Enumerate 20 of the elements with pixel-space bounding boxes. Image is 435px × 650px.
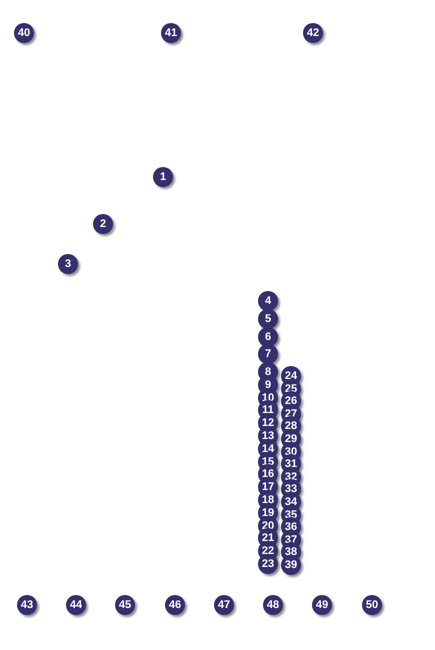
callout-number: 39: [281, 555, 301, 575]
callout-number: 1: [153, 167, 173, 187]
callout-number: 42: [303, 23, 323, 43]
callout-number: 49: [312, 595, 332, 615]
callout-number: 2: [93, 214, 113, 234]
callout-number: 50: [362, 595, 382, 615]
callout-number: 46: [165, 595, 185, 615]
callout-number: 43: [17, 595, 37, 615]
callout-number: 41: [161, 23, 181, 43]
callout-number: 4: [258, 291, 278, 311]
callout-number: 23: [258, 554, 278, 574]
callout-number: 40: [14, 23, 34, 43]
callout-number: 44: [66, 595, 86, 615]
callout-number: 7: [258, 344, 278, 364]
callout-number: 6: [258, 327, 278, 347]
callout-number: 48: [263, 595, 283, 615]
callout-number: 3: [58, 254, 78, 274]
callout-number: 45: [115, 595, 135, 615]
callout-number: 5: [258, 309, 278, 329]
callout-number: 47: [214, 595, 234, 615]
